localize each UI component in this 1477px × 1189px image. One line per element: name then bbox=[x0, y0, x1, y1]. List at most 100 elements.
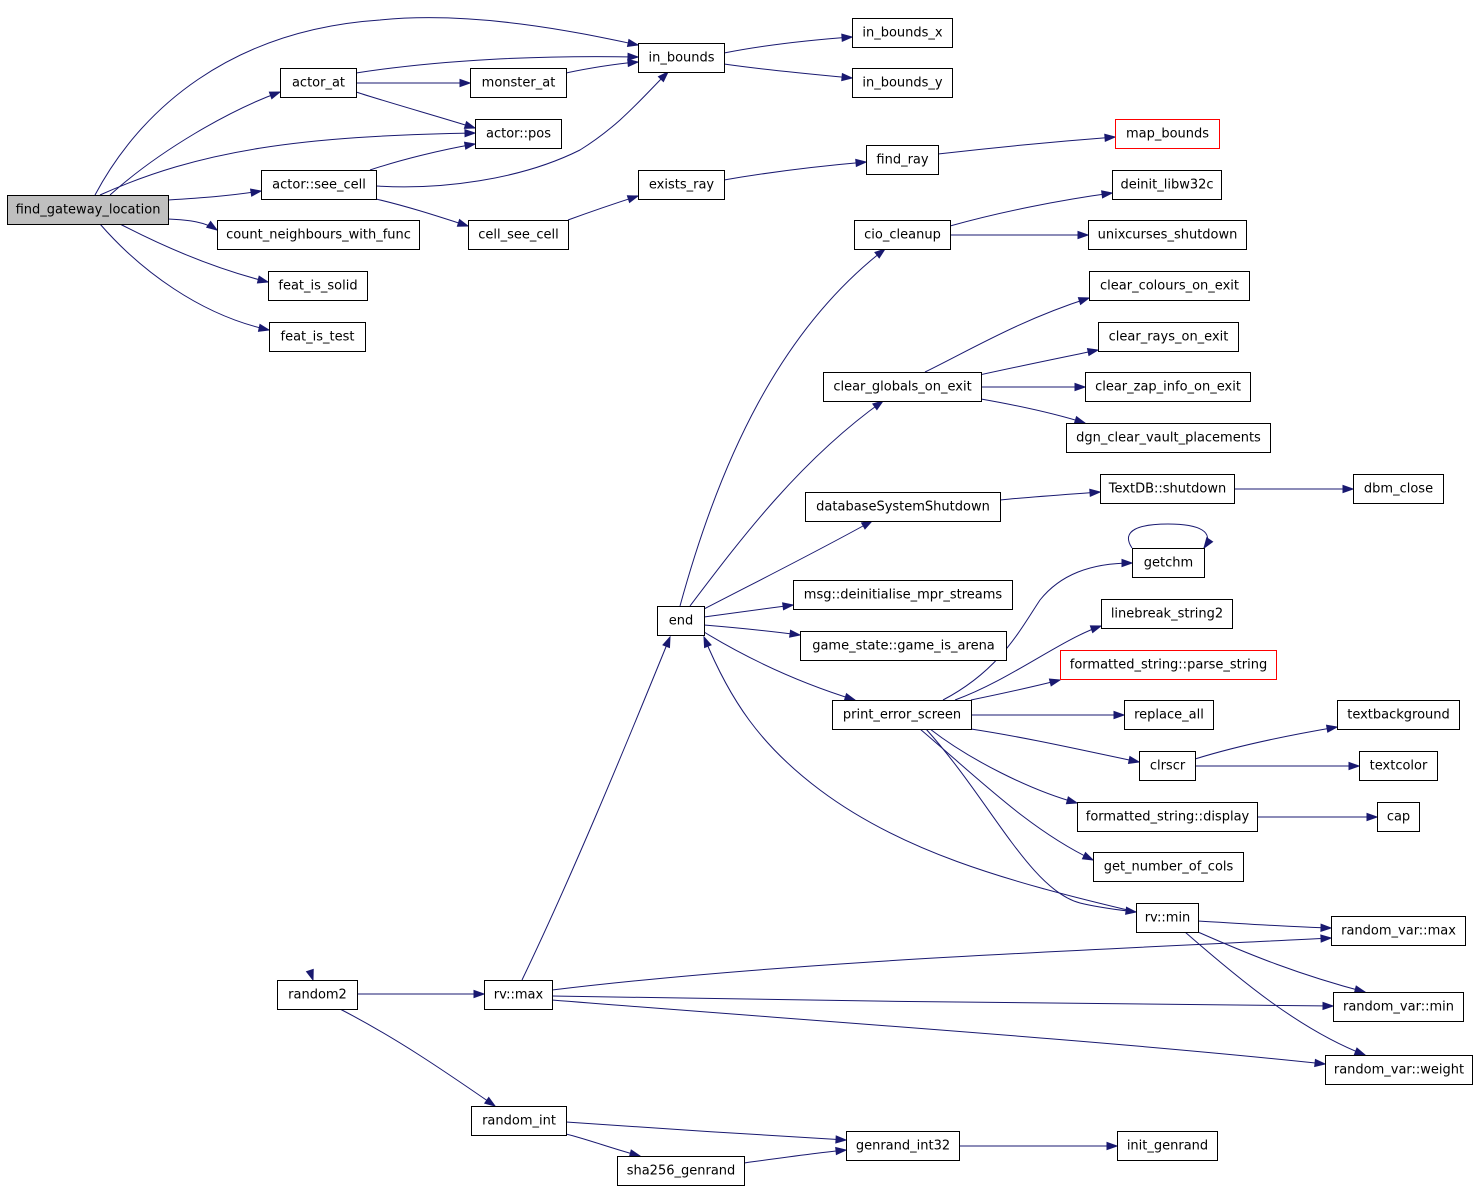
node-unixcurses-shutdown[interactable]: unixcurses_shutdown bbox=[1088, 220, 1247, 250]
node-getchm[interactable]: getchm bbox=[1132, 548, 1205, 578]
node-replace-all[interactable]: replace_all bbox=[1124, 700, 1214, 730]
node-actor-see-cell[interactable]: actor::see_cell bbox=[261, 170, 377, 200]
node-actor-at[interactable]: actor_at bbox=[280, 68, 357, 98]
node-game-state-game-is-arena[interactable]: game_state::game_is_arena bbox=[800, 631, 1007, 661]
edge-rv-max-to-random-var-max bbox=[551, 934, 1333, 991]
node-exists-ray[interactable]: exists_ray bbox=[638, 170, 725, 200]
arrowhead-icon bbox=[874, 248, 887, 259]
arrowhead-icon bbox=[1366, 812, 1379, 822]
edges-layer bbox=[94, 17, 1379, 1164]
node-box bbox=[1101, 599, 1233, 629]
node-in-bounds-y[interactable]: in_bounds_y bbox=[852, 68, 953, 98]
node-box bbox=[1325, 1055, 1473, 1085]
node-dgn-clear-vault-placements[interactable]: dgn_clear_vault_placements bbox=[1066, 423, 1271, 453]
node-get-number-of-cols[interactable]: get_number_of_cols bbox=[1093, 852, 1244, 882]
arrowhead-icon bbox=[1101, 190, 1114, 199]
edge-random2-to-rv-max bbox=[357, 989, 486, 999]
node-box bbox=[866, 145, 939, 175]
edge-line bbox=[94, 17, 639, 196]
node-sha256-genrand[interactable]: sha256_genrand bbox=[617, 1156, 745, 1186]
node-box bbox=[475, 119, 562, 149]
node-random-var-weight[interactable]: random_var::weight bbox=[1325, 1055, 1473, 1085]
node-actor-pos[interactable]: actor::pos bbox=[475, 119, 562, 149]
edge-line bbox=[703, 631, 856, 701]
node-label: dbm_close bbox=[1364, 482, 1433, 497]
node-textdb-shutdown[interactable]: TextDB::shutdown bbox=[1100, 474, 1235, 504]
node-box bbox=[1331, 916, 1466, 946]
node-box bbox=[805, 492, 1001, 522]
node-label: rv::max bbox=[494, 988, 544, 1003]
arrowhead-icon bbox=[205, 220, 219, 231]
node-find-gateway-location[interactable]: find_gateway_location bbox=[7, 195, 169, 225]
node-feat-is-test[interactable]: feat_is_test bbox=[269, 322, 366, 352]
edge-textdb-shutdown-to-dbm-close bbox=[1234, 484, 1355, 494]
node-clear-colours-on-exit[interactable]: clear_colours_on_exit bbox=[1089, 271, 1250, 301]
arrowhead-icon bbox=[463, 141, 477, 150]
node-box bbox=[852, 68, 953, 98]
node-box bbox=[268, 271, 368, 301]
edge-print-error-screen-to-formatted-string-display bbox=[929, 728, 1079, 805]
node-random2[interactable]: random2 bbox=[277, 980, 358, 1010]
arrowhead-icon bbox=[855, 158, 868, 168]
edge-cio-cleanup-to-unixcurses-shutdown bbox=[950, 230, 1090, 240]
node-monster-at[interactable]: monster_at bbox=[470, 68, 567, 98]
node-databasesystemshutdown[interactable]: databaseSystemShutdown bbox=[805, 492, 1001, 522]
node-cio-cleanup[interactable]: cio_cleanup bbox=[854, 220, 951, 250]
node-feat-is-solid[interactable]: feat_is_solid bbox=[268, 271, 368, 301]
node-formatted-string-display[interactable]: formatted_string::display bbox=[1077, 802, 1258, 832]
arrowhead-icon bbox=[872, 400, 885, 411]
node-in-bounds[interactable]: in_bounds bbox=[638, 43, 725, 73]
node-linebreak-string2[interactable]: linebreak_string2 bbox=[1101, 599, 1233, 629]
node-clrscr[interactable]: clrscr bbox=[1139, 751, 1196, 781]
edge-rv-min-to-end bbox=[703, 635, 1137, 913]
node-rv-min[interactable]: rv::min bbox=[1136, 903, 1199, 933]
node-clear-rays-on-exit[interactable]: clear_rays_on_exit bbox=[1098, 322, 1239, 352]
arrowhead-icon bbox=[841, 33, 854, 42]
node-in-bounds-x[interactable]: in_bounds_x bbox=[852, 18, 953, 48]
arrowhead-icon bbox=[1314, 1058, 1327, 1068]
edge-cio-cleanup-to-deinit-libw32c bbox=[949, 190, 1114, 227]
edge-print-error-screen-to-formatted-string-parse-string bbox=[970, 678, 1062, 701]
node-print-error-screen[interactable]: print_error_screen bbox=[832, 700, 972, 730]
node-box bbox=[617, 1156, 745, 1186]
node-box bbox=[852, 18, 953, 48]
node-box bbox=[1353, 474, 1444, 504]
node-label: TextDB::shutdown bbox=[1108, 482, 1226, 497]
edge-end-to-game-state-game-is-arena bbox=[703, 624, 802, 638]
node-count-neighbours-with-func[interactable]: count_neighbours_with_func bbox=[217, 220, 420, 250]
node-label: end bbox=[669, 614, 694, 629]
node-cell-see-cell[interactable]: cell_see_cell bbox=[468, 220, 569, 250]
node-find-ray[interactable]: find_ray bbox=[866, 145, 939, 175]
node-label: dgn_clear_vault_placements bbox=[1076, 431, 1261, 446]
node-formatted-string-parse-string[interactable]: formatted_string::parse_string bbox=[1060, 650, 1277, 680]
edge-line bbox=[1197, 920, 1332, 929]
node-label: in_bounds_x bbox=[862, 26, 943, 41]
edge-line bbox=[925, 728, 1137, 913]
node-random-int[interactable]: random_int bbox=[471, 1106, 567, 1136]
arrowhead-icon bbox=[1065, 796, 1079, 805]
node-clear-globals-on-exit[interactable]: clear_globals_on_exit bbox=[823, 372, 982, 402]
node-label: formatted_string::display bbox=[1086, 810, 1250, 825]
edge-line bbox=[99, 223, 270, 331]
node-textbackground[interactable]: textbackground bbox=[1337, 700, 1460, 730]
node-label: in_bounds_y bbox=[862, 76, 943, 91]
node-map-bounds[interactable]: map_bounds bbox=[1115, 119, 1220, 149]
node-init-genrand[interactable]: init_genrand bbox=[1117, 1131, 1218, 1161]
node-random-var-min[interactable]: random_var::min bbox=[1333, 992, 1464, 1022]
node-cap[interactable]: cap bbox=[1377, 802, 1420, 832]
node-rv-max[interactable]: rv::max bbox=[484, 980, 553, 1010]
node-deinit-libw32c[interactable]: deinit_libw32c bbox=[1112, 170, 1222, 200]
node-random-var-max[interactable]: random_var::max bbox=[1331, 916, 1466, 946]
arrowhead-icon bbox=[249, 188, 263, 197]
node-dbm-close[interactable]: dbm_close bbox=[1353, 474, 1444, 504]
node-end[interactable]: end bbox=[657, 606, 705, 636]
node-textcolor[interactable]: textcolor bbox=[1359, 751, 1438, 781]
node-label: clear_colours_on_exit bbox=[1100, 279, 1239, 294]
edge-line bbox=[974, 349, 1099, 377]
node-label: print_error_screen bbox=[843, 708, 961, 723]
edge-line bbox=[954, 625, 1102, 701]
node-clear-zap-info-on-exit[interactable]: clear_zap_info_on_exit bbox=[1085, 372, 1251, 402]
node-genrand-int32[interactable]: genrand_int32 bbox=[846, 1131, 960, 1161]
node-msg-deinitialise-mpr-streams[interactable]: msg::deinitialise_mpr_streams bbox=[793, 580, 1013, 610]
